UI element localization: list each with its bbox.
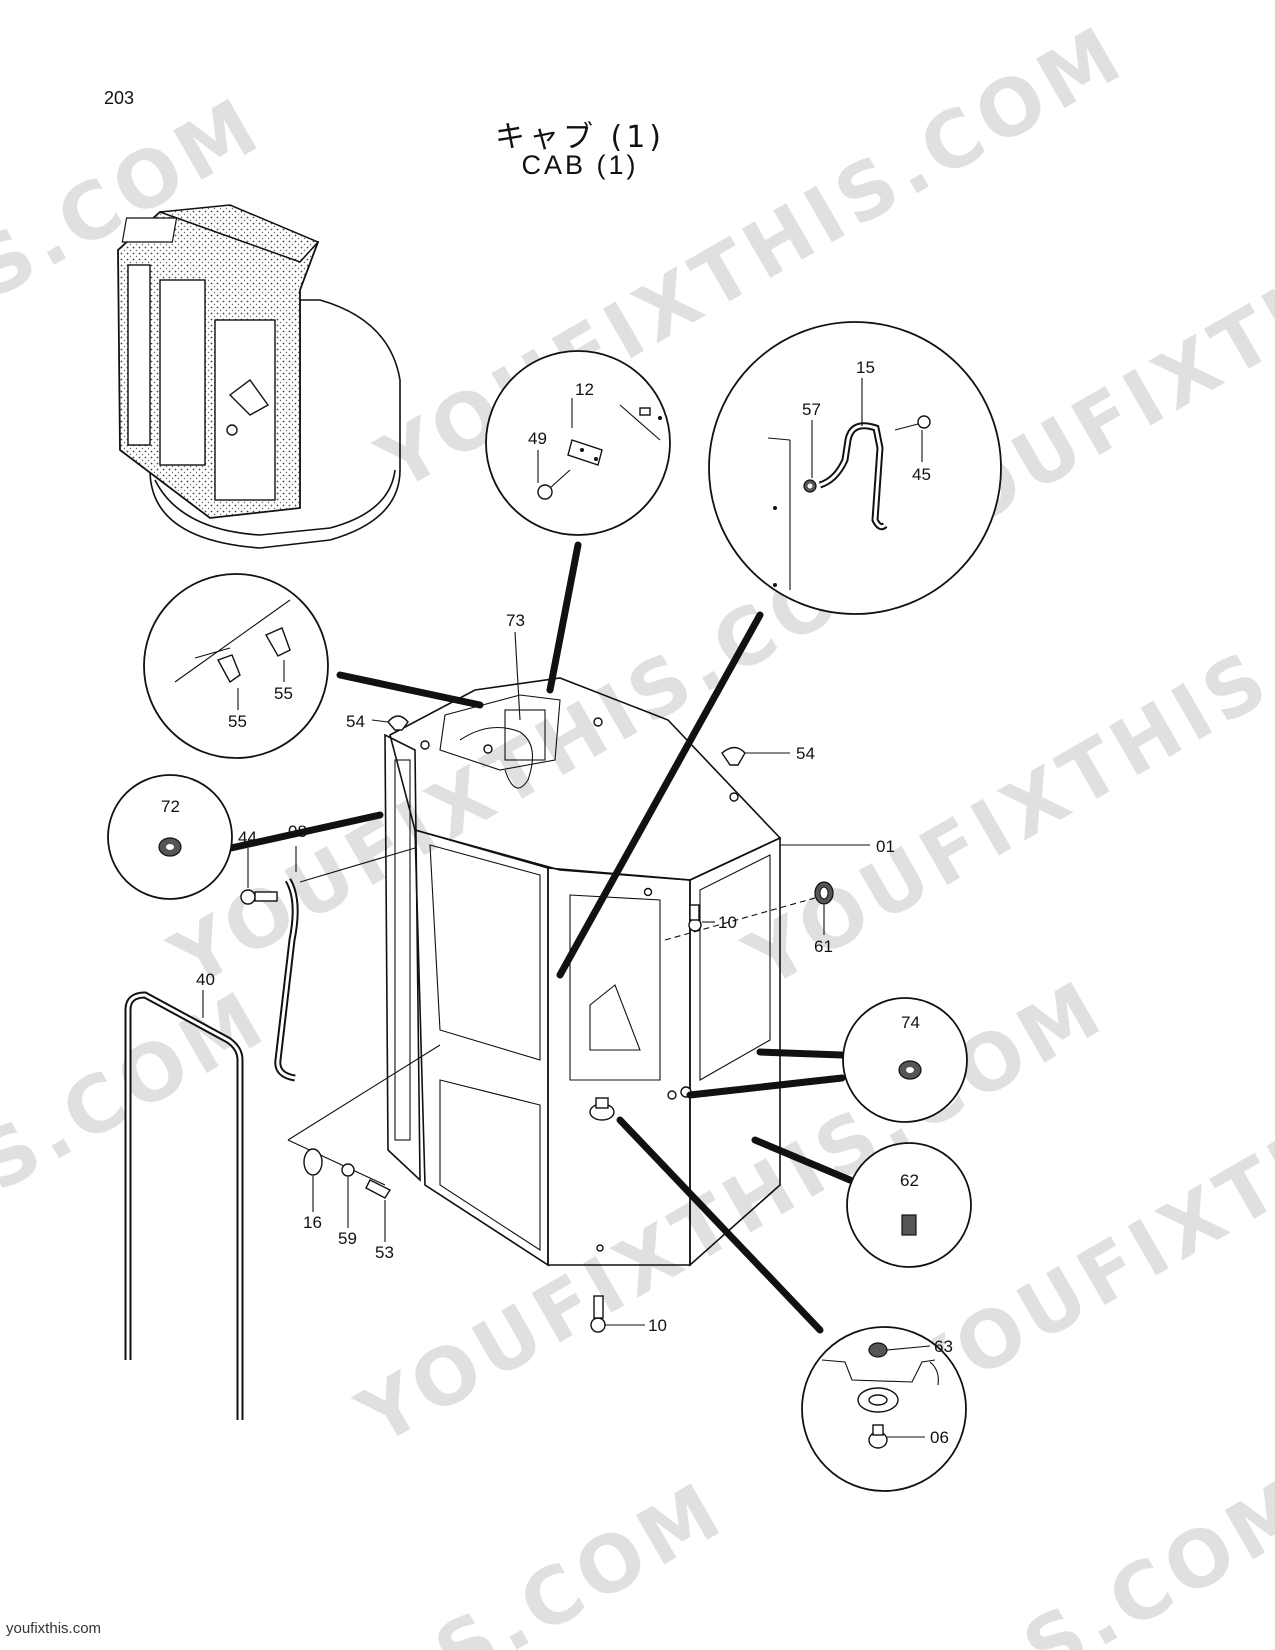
label-49: 49 (528, 429, 547, 448)
label-53: 53 (375, 1243, 394, 1262)
page-number: 203 (104, 88, 135, 108)
detail-bubble-15-57-45 (708, 321, 1002, 615)
label-54: 54 (796, 744, 815, 763)
watermark-text: YOUFIXTHIS.COM (343, 963, 1120, 1464)
watermark-text: S.COM (1009, 1460, 1275, 1650)
label-08: 08 (288, 822, 307, 841)
label-44: 44 (238, 828, 257, 847)
label-62: 62 (900, 1171, 919, 1190)
label-10: 10 (648, 1316, 667, 1335)
cab-frame-01 (384, 677, 870, 1267)
label-57: 57 (802, 400, 821, 419)
label-12: 12 (575, 380, 594, 399)
title-japanese: キャブ (1) (494, 120, 666, 155)
label-16: 16 (303, 1213, 322, 1232)
label-06: 06 (930, 1428, 949, 1447)
bolt-10 (590, 904, 715, 1333)
handrail-08 (274, 846, 416, 1082)
label-45: 45 (912, 465, 931, 484)
detail-bubble-55 (143, 573, 329, 759)
overview-cab-illustration (117, 204, 401, 549)
label-74: 74 (901, 1013, 920, 1032)
detail-bubble-72 (107, 774, 233, 900)
label-73: 73 (506, 611, 525, 630)
label-40: 40 (196, 970, 215, 989)
label-61: 61 (814, 937, 833, 956)
clip-54 (371, 715, 790, 802)
label-59: 59 (338, 1229, 357, 1248)
detail-bubble-62 (846, 1142, 972, 1268)
label-63: 63 (934, 1337, 953, 1356)
label-15: 15 (856, 358, 875, 377)
grommet-61 (664, 881, 834, 941)
label-72: 72 (161, 797, 180, 816)
footer-site: youfixthis.com (6, 1620, 102, 1637)
lamp-on-cab (589, 1097, 615, 1121)
label-01: 01 (876, 837, 895, 856)
connector-lines (218, 541, 854, 1334)
label-55: 55 (274, 684, 293, 703)
hinge-hardware (287, 1044, 441, 1242)
part-labels: 01 06 08 10 10 12 15 16 40 44 45 49 53 5… (161, 358, 953, 1447)
seal-40 (124, 990, 244, 1420)
label-55: 55 (228, 712, 247, 731)
detail-bubble-74 (842, 997, 968, 1123)
label-54: 54 (346, 712, 365, 731)
watermark-text: S.COM (421, 1465, 741, 1650)
detail-bubble-12-49 (485, 350, 671, 536)
bolt-44 (240, 848, 278, 905)
title-english: CAB (1) (521, 150, 639, 180)
label-10: 10 (718, 913, 737, 932)
detail-bubble-63-06 (801, 1326, 967, 1492)
